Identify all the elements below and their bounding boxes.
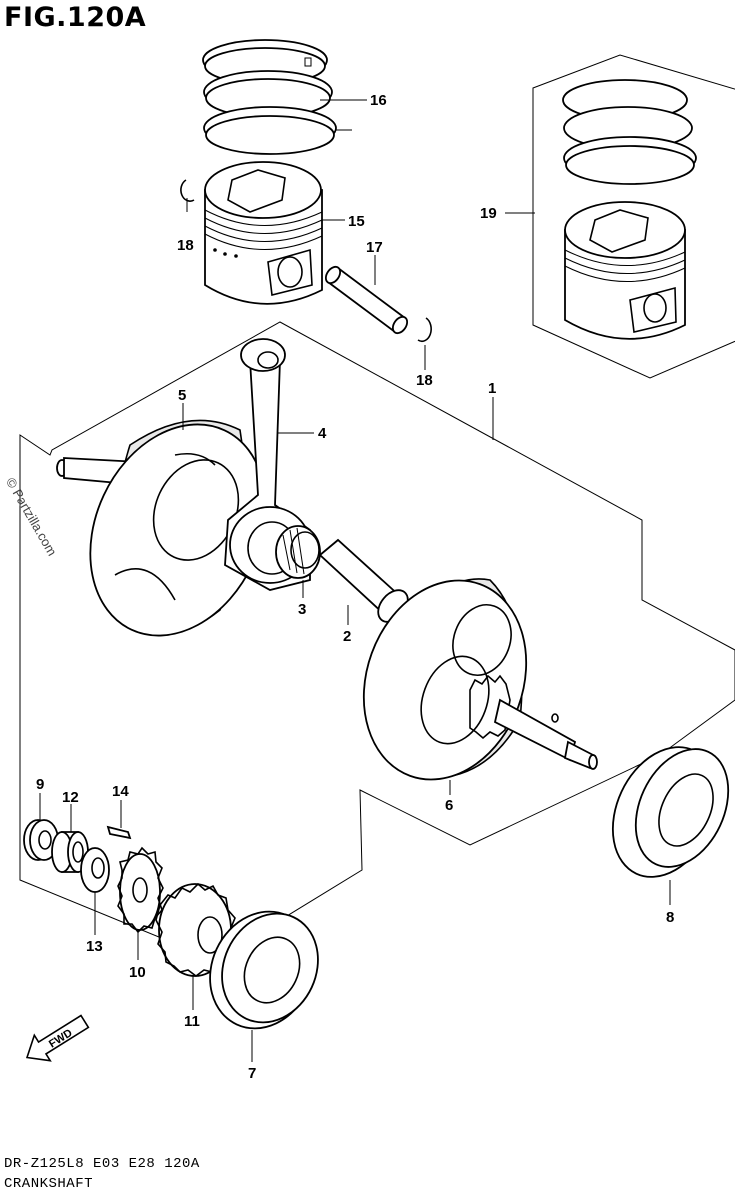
callout-17: 17 bbox=[366, 239, 383, 256]
callout-8: 8 bbox=[666, 909, 674, 926]
fwd-arrow: FWD bbox=[25, 1014, 90, 1062]
callout-18-left: 18 bbox=[177, 237, 194, 254]
right-flywheel bbox=[362, 578, 598, 781]
footer-part-group: CRANKSHAFT bbox=[4, 1176, 94, 1192]
key bbox=[106, 825, 132, 840]
left-flywheel bbox=[56, 419, 267, 637]
piston-rings bbox=[202, 39, 337, 155]
piston-set-box bbox=[532, 54, 735, 379]
callout-18-right: 18 bbox=[416, 372, 433, 389]
callout-15: 15 bbox=[348, 213, 365, 230]
circlip-right bbox=[417, 317, 432, 343]
piston-pin bbox=[324, 265, 409, 335]
callout-5: 5 bbox=[178, 387, 186, 404]
bearing-7 bbox=[209, 910, 319, 1030]
callout-1: 1 bbox=[488, 380, 496, 397]
footer-model-code: DR-Z125L8 E03 E28 120A bbox=[4, 1156, 200, 1172]
callout-19: 19 bbox=[480, 205, 497, 222]
callout-4: 4 bbox=[318, 425, 327, 442]
callout-2: 2 bbox=[343, 628, 351, 645]
leader-lines bbox=[39, 99, 671, 1062]
circlip-left bbox=[180, 179, 195, 202]
callout-13: 13 bbox=[86, 938, 103, 955]
oil-seal bbox=[23, 819, 59, 861]
needle-bearing bbox=[275, 525, 321, 579]
callout-10: 10 bbox=[129, 964, 146, 981]
primary-drive-gear bbox=[117, 846, 164, 934]
fig-title: FIG.120A bbox=[4, 2, 147, 33]
washer bbox=[80, 847, 110, 893]
callout-12: 12 bbox=[62, 789, 79, 806]
callout-3: 3 bbox=[298, 601, 306, 618]
piston bbox=[204, 161, 323, 305]
callout-14: 14 bbox=[112, 783, 129, 800]
callout-6: 6 bbox=[445, 797, 453, 814]
bearing-8 bbox=[611, 746, 730, 878]
callout-11: 11 bbox=[184, 1013, 200, 1030]
callout-9: 9 bbox=[36, 776, 44, 793]
callout-7: 7 bbox=[248, 1065, 256, 1082]
callout-16: 16 bbox=[370, 92, 387, 109]
